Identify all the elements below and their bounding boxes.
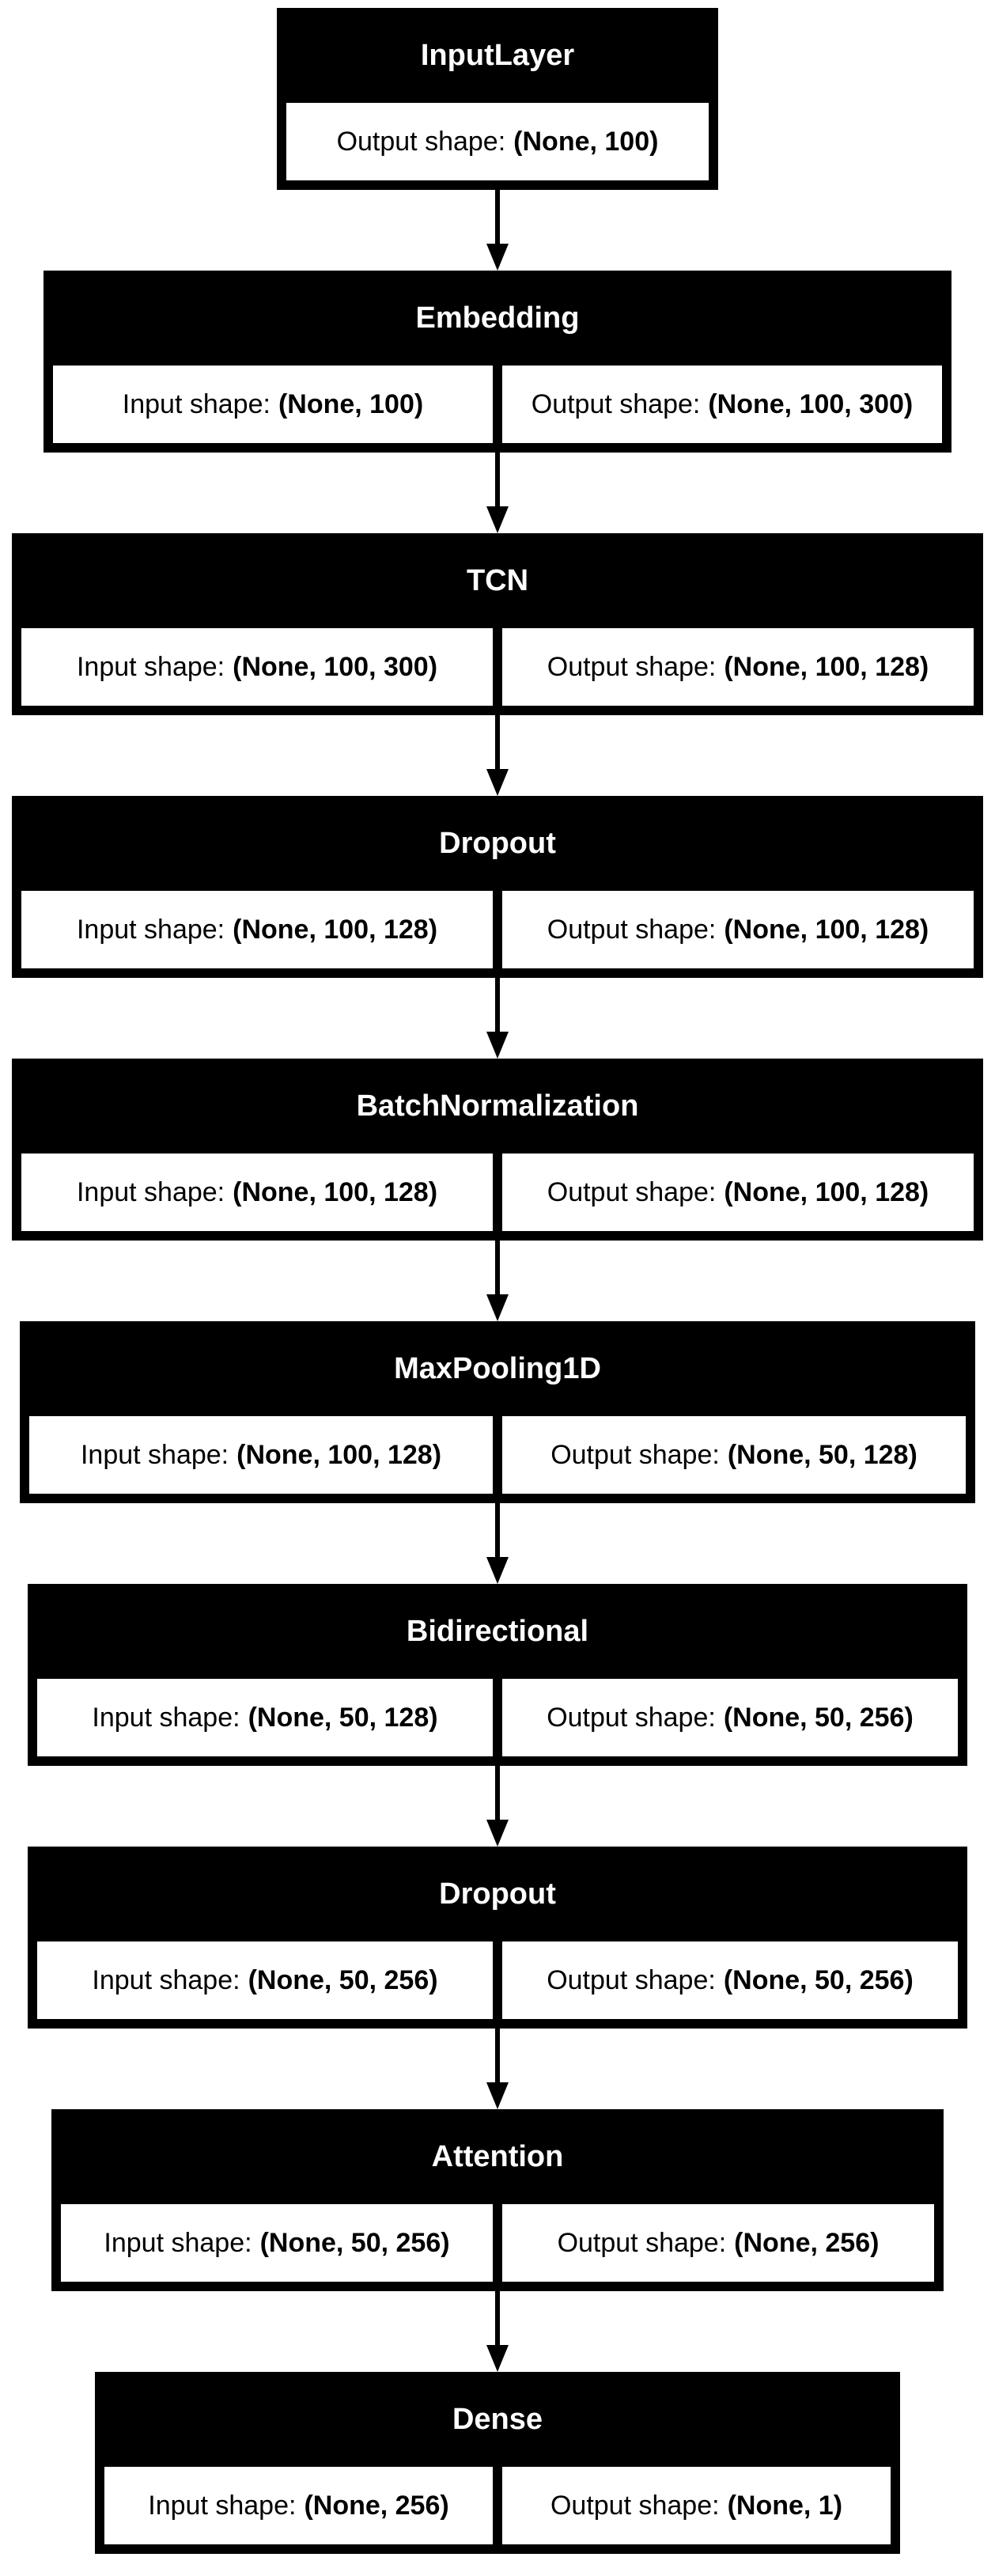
arrowhead [486, 1820, 509, 1847]
output-shape-cell: Output shape:(None, 100, 128) [502, 891, 974, 968]
arrowhead [486, 244, 509, 271]
output-shape-label: Output shape: [547, 1702, 716, 1733]
shape-row: Input shape:(None, 50, 256)Output shape:… [61, 2204, 934, 2282]
input-shape-label: Input shape: [76, 651, 225, 682]
layer-title: BatchNormalization [356, 1089, 639, 1123]
layer-title: Embedding [415, 301, 580, 335]
input-shape-label: Input shape: [92, 1702, 240, 1733]
input-shape-value: (None, 100, 128) [236, 1439, 442, 1470]
output-shape-cell: Output shape:(None, 256) [502, 2204, 934, 2282]
output-shape-label: Output shape: [547, 1176, 717, 1207]
output-shape-label: Output shape: [531, 388, 701, 419]
input-shape-cell: Input shape:(None, 50, 256) [61, 2204, 493, 2282]
output-shape-label: Output shape: [550, 2490, 720, 2521]
input-shape-label: Input shape: [148, 2490, 297, 2521]
output-shape-label: Output shape: [550, 1439, 720, 1470]
shape-row: Input shape:(None, 100, 128)Output shape… [29, 1416, 966, 1494]
output-shape-cell: Output shape:(None, 100, 300) [502, 366, 942, 443]
input-shape-value: (None, 100) [278, 388, 424, 419]
layer-title: Dropout [439, 826, 556, 860]
output-shape-label: Output shape: [557, 2227, 727, 2258]
input-shape-value: (None, 100, 128) [233, 914, 438, 945]
arrowhead [486, 769, 509, 796]
arrowhead [486, 2345, 509, 2372]
input-shape-cell: Input shape:(None, 100, 128) [29, 1416, 493, 1494]
output-shape-cell: Output shape:(None, 100, 128) [502, 628, 974, 706]
output-shape-value: (None, 100, 128) [724, 1176, 929, 1207]
layer-title: Dropout [439, 1877, 556, 1911]
layer-node-tcn: TCN Input shape: (None, 100, 300) Output sh… [12, 533, 983, 715]
input-shape-label: Input shape: [80, 1439, 229, 1470]
shape-row: Input shape:(None, 50, 256)Output shape:… [37, 1941, 958, 2019]
input-shape-label: Input shape: [76, 914, 225, 945]
output-shape-label: Output shape: [336, 126, 506, 157]
layer-title: Dense [452, 2402, 543, 2436]
shape-row: Input shape:(None, 100, 128)Output shape… [21, 1154, 974, 1231]
output-shape-cell: Output shape:(None, 50, 256) [502, 1941, 958, 2019]
layer-title: InputLayer [420, 38, 575, 72]
shape-row: Input shape: (None, 50, 128) Output shape:… [37, 1679, 958, 1756]
output-shape-value: (None, 100, 300) [708, 388, 914, 419]
input-shape-cell: Input shape: (None, 100, 300) [21, 628, 493, 706]
input-shape-label: Input shape: [92, 1964, 240, 1995]
arrowhead [486, 2082, 509, 2109]
shape-row: Input shape: (None, 100, 300) Output shape… [21, 628, 974, 706]
layer-title: Bidirectional [406, 1614, 589, 1648]
input-shape-value: (None, 50, 256) [259, 2227, 450, 2258]
output-shape-label: Output shape: [547, 914, 717, 945]
layer-title: TCN [466, 563, 529, 597]
output-shape-label: Output shape: [547, 651, 717, 682]
output-shape-cell: Output shape:(None, 50, 256) [502, 1679, 958, 1756]
output-shape-value: (None, 100, 128) [724, 914, 929, 945]
output-shape-cell: Output shape:(None, 100, 128) [502, 1154, 974, 1231]
input-shape-value: (None, 50, 128) [248, 1702, 438, 1733]
shape-row: Output shape:(None, 100) [286, 103, 709, 180]
arrowhead [486, 506, 509, 533]
output-shape-value: (None, 50, 256) [723, 1702, 914, 1733]
input-shape-label: Input shape: [76, 1176, 225, 1207]
output-shape-value: (None, 100) [513, 126, 659, 157]
input-shape-cell: Input shape:(None, 100) [53, 366, 493, 443]
output-shape-cell: Output shape:(None, 1) [502, 2467, 891, 2544]
arrowhead [486, 1032, 509, 1059]
layer-title: MaxPooling1D [394, 1351, 601, 1385]
output-shape-value: (None, 50, 128) [727, 1439, 917, 1470]
input-shape-value: (None, 50, 256) [248, 1964, 438, 1995]
output-shape-value: (None, 100, 128) [724, 651, 929, 682]
layer-node-max-pooling1d: MaxPooling1D Input shape:(None, 100, 128)… [20, 1321, 975, 1503]
shape-row: Input shape:(None, 100)Output shape:(Non… [53, 366, 942, 443]
input-shape-value: (None, 100, 300) [233, 651, 438, 682]
input-shape-label: Input shape: [104, 2227, 252, 2258]
output-shape-label: Output shape: [547, 1964, 716, 1995]
shape-row: Input shape:(None, 256)Output shape:(Non… [104, 2467, 891, 2544]
output-shape-value: (None, 1) [727, 2490, 843, 2521]
input-shape-cell: Input shape: (None, 100, 128) [21, 1154, 493, 1231]
input-shape-label: Input shape: [122, 388, 271, 419]
input-shape-value: (None, 256) [304, 2490, 449, 2521]
shape-row: Input shape:(None, 100, 128)Output shape… [21, 891, 974, 968]
output-shape-value: (None, 256) [734, 2227, 880, 2258]
input-shape-cell: Input shape:(None, 256) [104, 2467, 493, 2544]
arrowhead [486, 1294, 509, 1321]
output-shape-cell: Output shape:(None, 50, 128) [502, 1416, 966, 1494]
input-shape-value: (None, 100, 128) [233, 1176, 438, 1207]
input-shape-cell: Input shape: (None, 100, 128) [21, 891, 493, 968]
layer-title: Attention [431, 2139, 564, 2173]
output-shape-cell: Output shape:(None, 100) [286, 103, 709, 180]
output-shape-value: (None, 50, 256) [723, 1964, 914, 1995]
input-shape-cell: Input shape: (None, 50, 128) [37, 1679, 493, 1756]
input-shape-cell: Input shape: (None, 50, 256) [37, 1941, 493, 2019]
arrowhead [486, 1557, 509, 1584]
